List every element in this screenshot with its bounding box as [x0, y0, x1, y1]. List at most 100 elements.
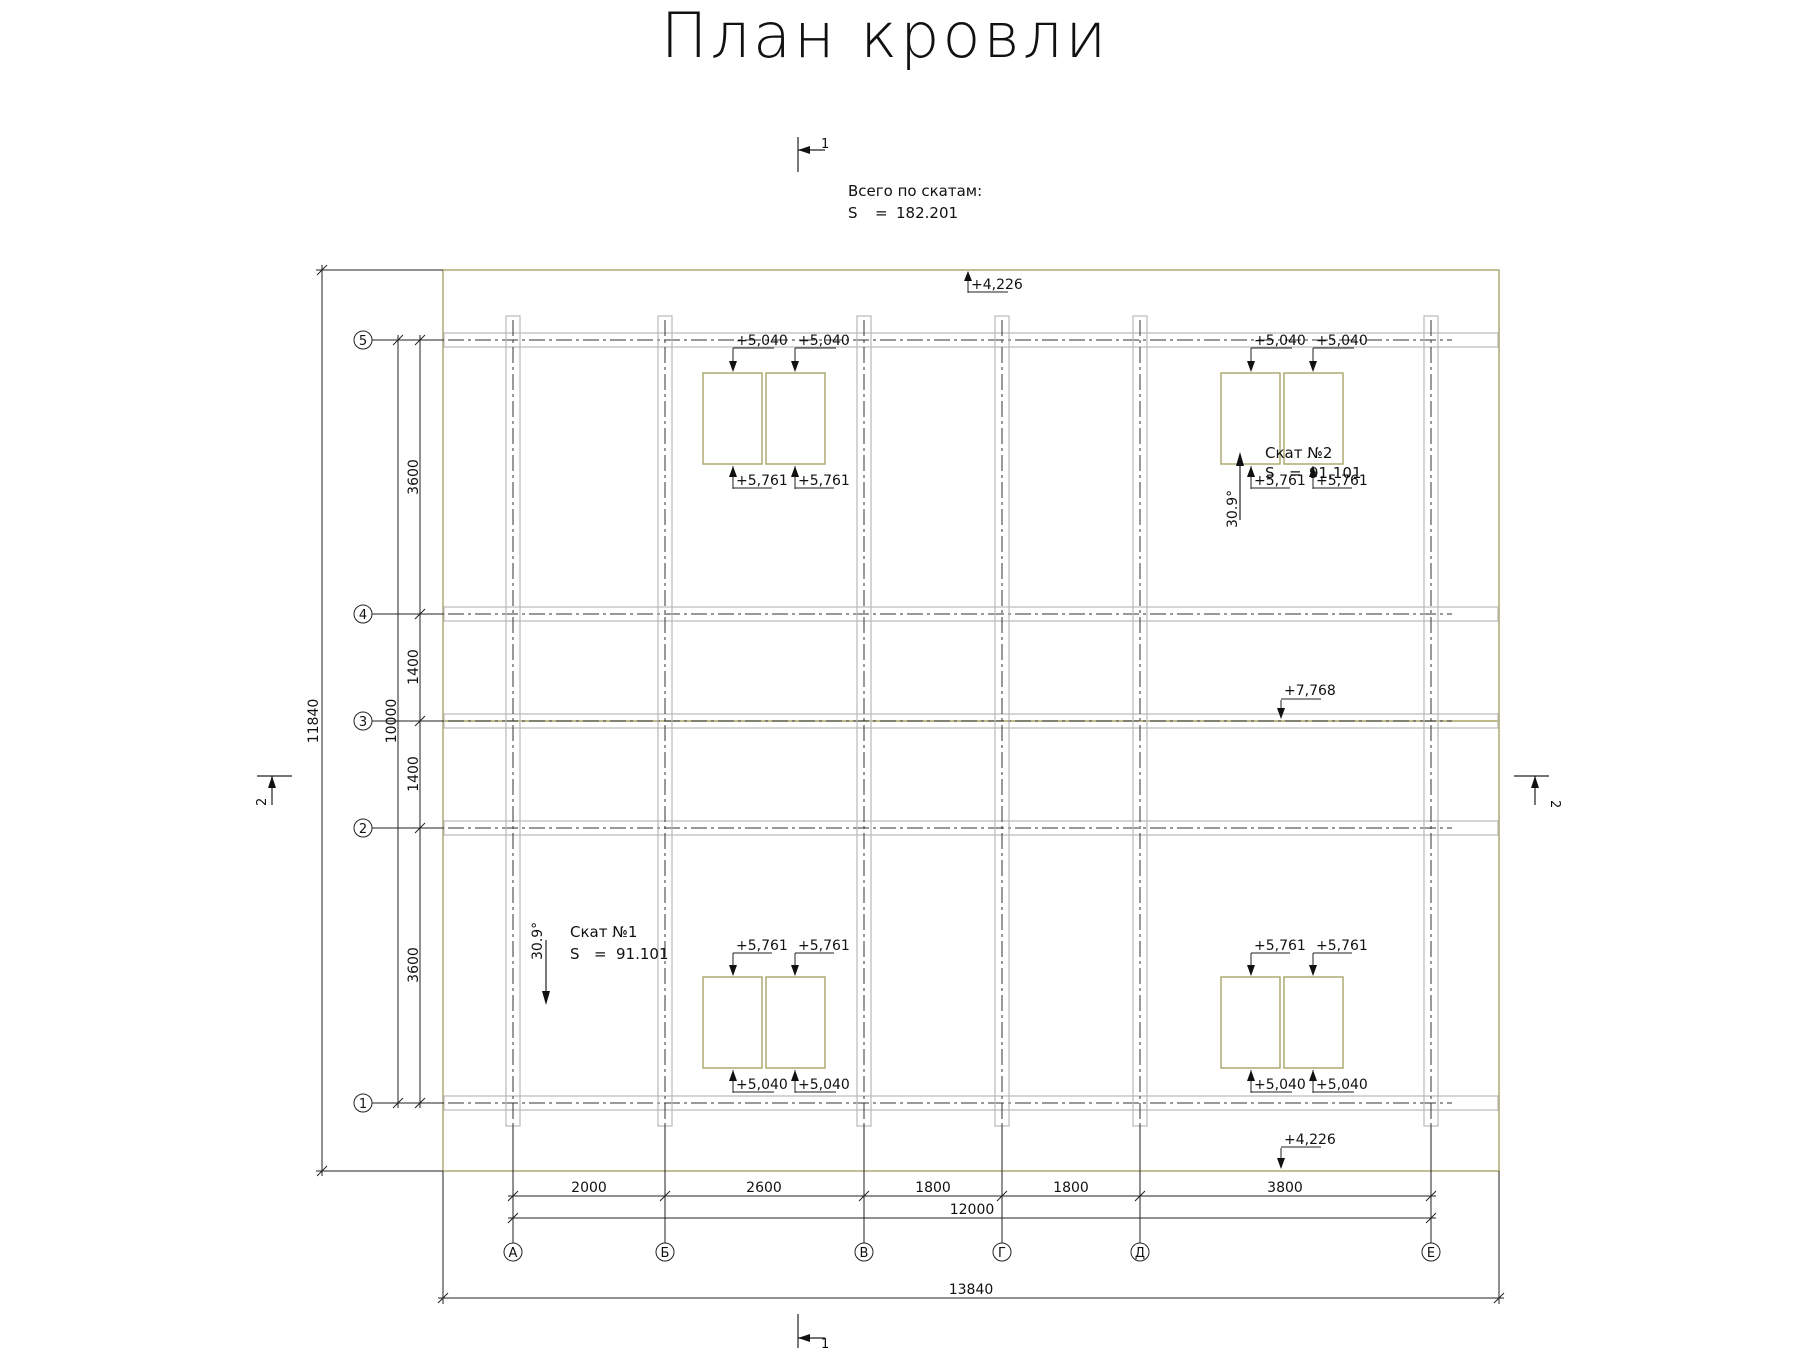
section-mark-1-top: 1: [797, 137, 829, 172]
section-mark-2-left: 2: [255, 775, 292, 806]
elevation-label: +5,040: [736, 1077, 788, 1093]
elevation-label: +5,761: [1316, 473, 1368, 489]
axis-label-row: 4: [359, 608, 367, 623]
vertical-dimensions: 3600 1400 1400 3600 10000 11840: [306, 264, 443, 1177]
elevation-label: +5,040: [798, 333, 850, 349]
slope-1-angle: 30.9°: [530, 922, 546, 960]
elevation-label: +5,761: [798, 938, 850, 954]
roof-window: [702, 976, 763, 1069]
elevation-label: +4,226: [1284, 1132, 1336, 1148]
roof-window: [765, 976, 826, 1069]
dim-vertical: 1400: [406, 756, 422, 792]
elevation-label: +5,761: [1316, 938, 1368, 954]
slope-2-name: Скат №2: [1265, 444, 1332, 462]
elevation-label: +5,761: [736, 938, 788, 954]
drawing-title: План кровли: [661, 0, 1109, 72]
elevation-label: +5,040: [736, 333, 788, 349]
axis-label-column: А: [509, 1246, 518, 1261]
elevation-label: +5,040: [798, 1077, 850, 1093]
roof-window: [1283, 372, 1344, 465]
elevation-mark-eave-top: +4,226: [964, 271, 1023, 293]
section-label: 2: [1547, 800, 1562, 808]
elevation-label: +5,761: [1254, 473, 1306, 489]
elevation-label: +5,040: [1254, 333, 1306, 349]
axis-label-row: 1: [359, 1097, 367, 1112]
row-axes: 5 4 3 2 1: [353, 330, 444, 1113]
axis-bubble-g: [992, 1242, 1012, 1262]
slope-1-s-value: 91.101: [616, 945, 669, 963]
axis-bubble-e: [1421, 1242, 1441, 1262]
dim-vertical: 3600: [406, 459, 422, 495]
dim-horizontal: 3800: [1267, 1180, 1303, 1196]
roof-window: [702, 372, 763, 465]
elevation-label: +7,768: [1284, 683, 1336, 699]
section-mark-2-right: 2: [1514, 775, 1562, 808]
axis-label-column: Г: [998, 1246, 1006, 1261]
roof-window: [1283, 976, 1344, 1069]
dim-vertical-total: 10000: [384, 699, 400, 744]
axis-bubble-1: [353, 1093, 373, 1113]
slope-1-eq: =: [594, 945, 607, 963]
axis-label-row: 5: [359, 334, 367, 349]
axis-bubble-5: [353, 330, 373, 350]
section-label: 2: [255, 798, 270, 806]
axis-label-column: В: [860, 1246, 869, 1261]
axis-bubble-b: [655, 1242, 675, 1262]
roof-window: [1220, 372, 1281, 465]
slope-2-eq: =: [1289, 464, 1302, 482]
elevation-label: +5,761: [736, 473, 788, 489]
axis-bubble-v: [854, 1242, 874, 1262]
slope-2-s-label: S: [1265, 464, 1275, 482]
axis-label-column: Д: [1135, 1246, 1145, 1261]
axis-bubble-3: [353, 711, 373, 731]
axis-bubble-2: [353, 818, 373, 838]
dim-horizontal: 2000: [571, 1180, 607, 1196]
roof-window: [1220, 976, 1281, 1069]
dim-overall-width: 13840: [949, 1282, 994, 1298]
slope-2-angle: 30.9°: [1225, 490, 1241, 528]
axis-bubble-4: [353, 604, 373, 624]
totals-s-value: 182.201: [896, 204, 958, 222]
axis-label-row: 3: [359, 715, 367, 730]
horizontal-dimensions: 2000 2600 1800 1800 3800 12000 13840: [437, 1171, 1505, 1304]
elevation-label: +5,040: [1316, 1077, 1368, 1093]
totals-s-label: S: [848, 204, 858, 222]
elevation-mark-eave-bottom: +4,226: [1277, 1132, 1336, 1169]
window-elevations-top: +5,040 +5,040 +5,761 +5,761 +5,040 +5,04…: [729, 333, 1368, 489]
section-label: 1: [821, 137, 829, 152]
axis-label-row: 2: [359, 822, 367, 837]
axis-bubble-a: [503, 1242, 523, 1262]
slope-2-annotation: Скат №2 S = 91.101 30.9°: [1225, 444, 1362, 528]
dim-horizontal-total: 12000: [950, 1202, 995, 1218]
dim-vertical: 3600: [406, 947, 422, 983]
column-axes: А Б В Г Д Е: [503, 1126, 1441, 1262]
slope-1-name: Скат №1: [570, 923, 637, 941]
slope-1-s-label: S: [570, 945, 580, 963]
elevation-label: +5,040: [1254, 1077, 1306, 1093]
elevation-label: +5,761: [798, 473, 850, 489]
dim-horizontal: 2600: [746, 1180, 782, 1196]
axis-bubble-d: [1130, 1242, 1150, 1262]
axis-label-column: Е: [1427, 1246, 1435, 1261]
elevation-label: +5,040: [1316, 333, 1368, 349]
dim-vertical: 1400: [406, 649, 422, 685]
section-label: 1: [821, 1337, 829, 1350]
roof-windows: [702, 372, 1344, 1069]
column-beams: [505, 315, 1439, 1185]
elevation-mark-ridge: +7,768: [1277, 683, 1336, 719]
slope-2-s-value: 91.101: [1309, 464, 1362, 482]
elevation-label: +5,761: [1254, 938, 1306, 954]
axis-label-column: Б: [661, 1246, 670, 1261]
dim-overall-height: 11840: [306, 699, 322, 744]
window-elevations-bottom: +5,761 +5,761 +5,040 +5,040 +5,761 +5,76…: [729, 938, 1368, 1093]
totals-eq: =: [875, 204, 888, 222]
section-mark-1-bottom: 1: [797, 1314, 829, 1350]
slope-1-annotation: Скат №1 S = 91.101 30.9°: [530, 922, 669, 1005]
dim-horizontal: 1800: [915, 1180, 951, 1196]
dim-horizontal: 1800: [1053, 1180, 1089, 1196]
elevation-label: +4,226: [971, 277, 1023, 293]
roof-window: [765, 372, 826, 465]
totals-note: Всего по скатам: S = 182.201: [848, 182, 982, 222]
totals-caption: Всего по скатам:: [848, 182, 982, 200]
